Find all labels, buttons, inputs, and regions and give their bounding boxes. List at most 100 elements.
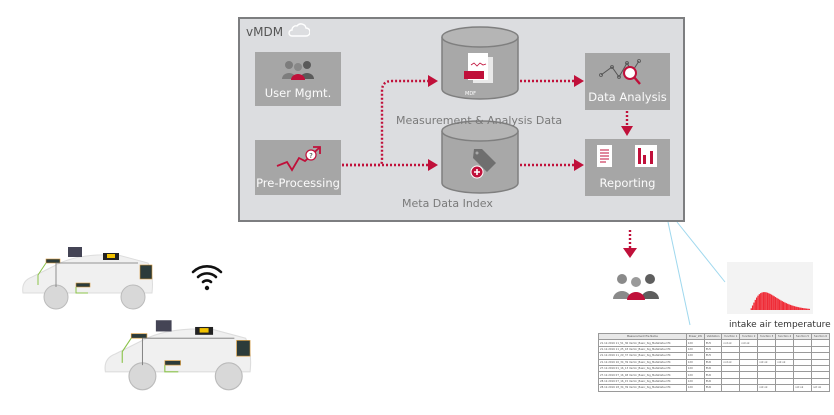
flow-arrows	[342, 26, 633, 194]
histogram-bar	[750, 308, 752, 310]
bar-report-icon	[635, 145, 657, 167]
table-cell: 120	[685, 371, 705, 379]
histogram-bar	[804, 308, 806, 310]
histogram-bar	[792, 305, 794, 310]
test-vehicle-2	[104, 320, 252, 391]
histogram-bar	[753, 302, 755, 310]
histogram-bar	[808, 308, 810, 310]
histogram-bar	[769, 293, 771, 310]
user-group-icon	[613, 274, 659, 300]
table-cell: 28.12.2016 18_34_39 Vector_Basic_Sig_Met…	[598, 384, 687, 392]
intake-air-temperature-histogram	[727, 262, 813, 314]
table-row: 28.12.2016 07_16_15 Vector_Basic_Sig_Met…	[598, 377, 830, 386]
mdf-badge: MDF	[465, 91, 477, 97]
table-cell	[811, 377, 830, 386]
histogram-bar	[774, 297, 777, 310]
measurement-database[interactable]	[441, 26, 519, 100]
histogram-bar	[807, 308, 809, 310]
table-row: 28.12.2016 18_34_39 Vector_Basic_Sig_Met…	[598, 384, 830, 392]
svg-text:?: ?	[309, 152, 313, 160]
table-cell	[721, 384, 741, 392]
meta-database[interactable]	[441, 120, 519, 194]
tag-plus-icon	[470, 149, 496, 179]
histogram-bar	[764, 292, 766, 310]
vmdm-title: vMDM	[246, 25, 284, 39]
table-cell: 120	[685, 364, 705, 373]
histogram-bar	[780, 300, 782, 310]
table-cell: 120	[685, 352, 705, 360]
data-analysis-module[interactable]: Data Analysis	[585, 53, 670, 110]
histogram-bar	[773, 296, 775, 310]
table-row: 21.12.2016 11_51_36 Vector_Basic_Sig_Met…	[598, 339, 830, 347]
table-cell	[811, 371, 830, 379]
meta-database-label: Meta Data Index	[402, 197, 493, 210]
trend-question-icon: ?	[276, 146, 321, 172]
histogram-bar	[777, 298, 779, 310]
test-vehicle-1	[22, 247, 153, 310]
histogram-bar	[770, 294, 773, 310]
histogram-bar	[796, 306, 798, 310]
user-mgmt-label: User Mgmt.	[264, 86, 332, 100]
histogram-bar	[756, 297, 758, 310]
histogram-bar	[757, 295, 759, 310]
histogram-bar	[758, 294, 760, 310]
table-row: 21.12.2016 11_29_37 Vector_Basic_Sig_Met…	[598, 352, 830, 360]
arrow-preproc-to-measurement	[342, 79, 428, 167]
user-mgmt-module[interactable]: User Mgmt.	[255, 52, 341, 106]
table-cell	[811, 339, 830, 347]
table-cell	[811, 358, 830, 366]
document-icon	[597, 145, 612, 167]
pre-processing-module[interactable]: ? Pre-Processing	[255, 140, 341, 195]
histogram-bar	[788, 304, 790, 310]
histogram-bar	[761, 292, 763, 310]
table-cell	[811, 352, 830, 360]
histogram-link-line	[676, 221, 726, 283]
vmdm-frame: vMDM	[238, 17, 685, 222]
wifi-icon	[191, 265, 223, 291]
table-link-line	[667, 221, 691, 326]
data-analysis-label: Data Analysis	[588, 90, 667, 104]
histogram-bar	[778, 299, 781, 310]
pre-processing-label: Pre-Processing	[256, 176, 340, 190]
table-cell	[811, 364, 830, 373]
histogram-bar	[762, 292, 765, 310]
graph-magnifier-icon	[599, 59, 641, 85]
table-row: 27.12.2016 01_16_13 Vector_Basic_Sig_Met…	[598, 364, 830, 373]
histogram-bar	[799, 307, 801, 310]
table-cell: 120	[685, 377, 705, 386]
histogram-bar	[783, 301, 785, 310]
table-cell: 120	[685, 358, 705, 366]
table-cell: 120	[685, 345, 705, 354]
histogram-bar	[760, 293, 762, 310]
arrow-to-users	[623, 230, 637, 258]
histogram-bar	[797, 307, 800, 310]
histogram-bar	[781, 301, 783, 310]
table-cell: EU6	[703, 384, 723, 392]
table-row: 27.12.2016 07_16_48 Vector_Basic_Sig_Met…	[598, 371, 830, 379]
histogram-bar	[768, 293, 770, 310]
histogram-bar	[800, 307, 802, 310]
histogram-bar	[766, 292, 769, 310]
histogram-bar	[776, 297, 778, 310]
histogram-bar	[803, 308, 805, 310]
histogram-bar	[801, 307, 804, 310]
table-header-cell: function 6	[811, 332, 830, 341]
table-row: 21.12.2016 11_25_43 Vector_Basic_Sig_Met…	[598, 345, 830, 354]
table-cell	[775, 384, 795, 392]
histogram-bar	[785, 303, 787, 310]
mdf-file-icon	[464, 53, 493, 83]
histogram-bar	[787, 303, 789, 310]
histogram-bar	[805, 308, 808, 310]
reporting-module[interactable]: Reporting	[585, 139, 670, 196]
histogram-bar	[772, 295, 774, 310]
table-cell	[811, 345, 830, 354]
table-cell: 120	[685, 384, 705, 392]
histogram-bar	[789, 304, 792, 310]
histogram-bar	[791, 305, 793, 310]
measurement-database-label: Measurement & Analysis Data	[396, 114, 563, 127]
histogram-bar	[754, 299, 756, 310]
histogram-bar	[765, 292, 767, 310]
reporting-label: Reporting	[599, 176, 656, 190]
